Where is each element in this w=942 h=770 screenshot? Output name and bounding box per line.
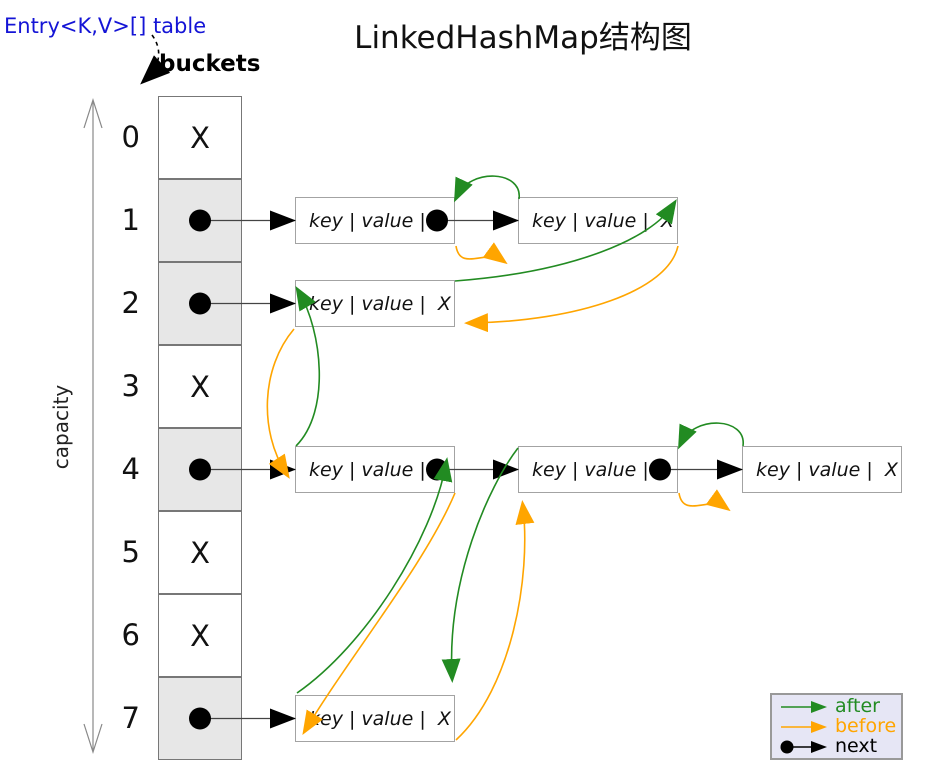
legend-label-next: next [835,735,878,757]
bucket-index-3: 3 [121,369,140,403]
before-arrow-1a-1b [455,242,508,265]
buckets-label: buckets [159,51,261,77]
array-reference-label: Entry<K,V>[] table [4,14,207,38]
before-arrow-1b-2a [464,245,679,333]
after-arrow-4b-7a [441,447,519,683]
null-mark: X [190,618,210,653]
before-arrow-icon [781,720,827,733]
capacity-axis-label: capacity [49,384,73,470]
after-arrow-1b-1a [454,175,520,203]
bucket-cell-6: X [158,594,242,677]
after-arrow-4c-4b [678,422,744,450]
null-mark: X [190,535,210,570]
legend: after before next [770,693,903,760]
entry-text: key | value | X [532,209,674,232]
null-mark: X [190,369,210,404]
entry-text: key | value | X [756,458,898,481]
bucket-index-2: 2 [121,286,140,320]
next-arrow-icon [780,740,827,753]
bucket-index-1: 1 [121,203,140,237]
bucket-index-5: 5 [121,535,140,569]
entry-text: key | value | [309,209,426,232]
before-arrow-4a-7a [302,492,456,735]
entry-node-7a: key | value | X [295,695,455,742]
bucket-cell-5: X [158,511,242,594]
entry-node-1a: key | value | [295,197,455,244]
bucket-cell-2 [158,262,242,345]
after-arrow-icon [781,700,827,713]
entry-node-4c: key | value | X [742,446,902,493]
bucket-cell-1 [158,179,242,262]
bucket-index-4: 4 [121,452,140,486]
legend-item-before: before [779,717,901,737]
entry-node-2a: key | value | X [295,280,455,327]
legend-label-after: after [835,695,880,717]
entry-text: key | value | X [309,707,451,730]
entry-text: key | value | X [309,292,451,315]
bucket-cell-4 [158,428,242,511]
after-arrows [295,175,744,694]
before-arrow-2a-4a [266,328,295,479]
null-mark: X [190,120,210,155]
bucket-cell-3: X [158,345,242,428]
entry-node-1b: key | value | X [518,197,678,244]
before-arrow-7a-4b [455,500,535,741]
page-title: LinkedHashMap结构图 [354,20,692,56]
legend-item-after: after [779,697,901,717]
bucket-cell-0: X [158,96,242,179]
after-arrow-7a-4a [296,457,453,694]
bucket-index-6: 6 [121,618,140,652]
bucket-index-7: 7 [121,701,140,735]
legend-item-next: next [779,737,901,757]
entry-text: key | value | [309,458,426,481]
entry-node-4a: key | value | [295,446,455,493]
bucket-cell-7 [158,677,242,760]
table-ref-arrow [140,34,171,85]
bucket-index-0: 0 [121,120,140,154]
entry-text: key | value | [532,458,649,481]
before-arrow-4b-4c [678,489,731,512]
entry-node-4b: key | value | [518,446,678,493]
legend-label-before: before [835,715,897,737]
